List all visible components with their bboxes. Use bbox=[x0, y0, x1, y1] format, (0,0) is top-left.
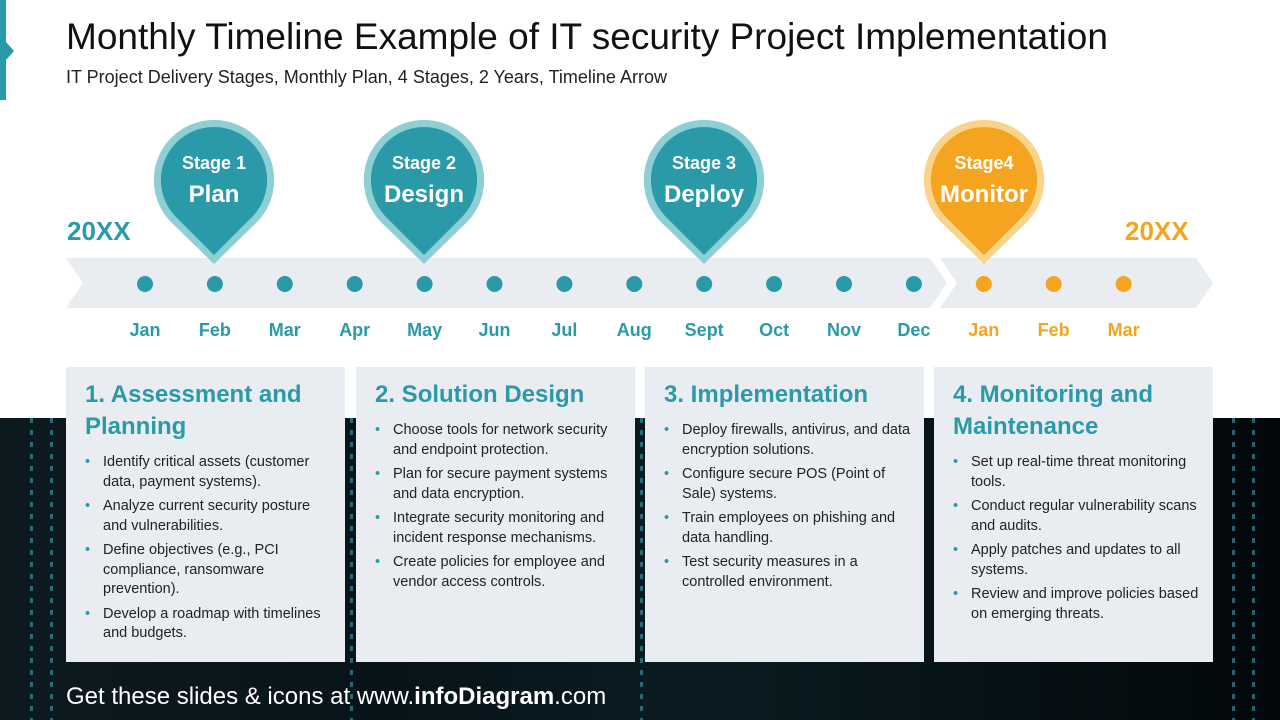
page-title: Monthly Timeline Example of IT security … bbox=[66, 16, 1108, 57]
month-label: Oct bbox=[759, 320, 790, 340]
month-label: Mar bbox=[268, 320, 301, 340]
card-bullet-item: Choose tools for network security and en… bbox=[375, 421, 623, 460]
card-bullet-item: Set up real-time threat monitoring tools… bbox=[953, 453, 1201, 492]
month-label: Jan bbox=[968, 320, 1000, 340]
timeline-month-dot bbox=[975, 276, 992, 292]
card-bullet-item: Train employees on phishing and data han… bbox=[664, 509, 912, 548]
card-bullet-item: Plan for secure payment systems and data… bbox=[375, 465, 623, 504]
timeline-month-dot bbox=[416, 276, 433, 292]
timeline-month-dot bbox=[1115, 276, 1132, 292]
timeline-month-dot bbox=[137, 276, 153, 292]
card-bullet-item: Deploy firewalls, antivirus, and data en… bbox=[664, 421, 912, 460]
card-title: 1. Assessment and Planning bbox=[85, 381, 302, 440]
footer-prefix: Get these slides & icons at www. bbox=[66, 683, 415, 710]
timeline-month-dot bbox=[905, 276, 922, 292]
stage-card-3: 3. ImplementationDeploy firewalls, antiv… bbox=[645, 367, 924, 662]
month-label: Jul bbox=[551, 320, 578, 340]
background-code-column bbox=[1232, 418, 1235, 720]
stage-name: Monitor bbox=[940, 181, 1028, 208]
background-code-column bbox=[350, 418, 353, 720]
timeline-month-dot bbox=[696, 276, 713, 292]
stage-pin-2: Stage 2 Design bbox=[362, 118, 486, 300]
background-code-column bbox=[640, 418, 643, 720]
year-end-label: 20XX bbox=[1125, 216, 1189, 246]
month-label: Aug bbox=[616, 320, 652, 340]
card-bullet-item: Create policies for employee and vendor … bbox=[375, 553, 623, 592]
map-pin-icon bbox=[363, 119, 485, 265]
month-label: Jun bbox=[478, 320, 511, 340]
timeline-month-dot bbox=[346, 276, 363, 292]
timeline-arrow-year1 bbox=[66, 258, 947, 308]
background-code-column bbox=[1252, 418, 1255, 720]
card-bullet-item: Apply patches and updates to all systems… bbox=[953, 541, 1201, 580]
timeline-month-dot bbox=[276, 276, 293, 292]
card-bullet-item: Configure secure POS (Point of Sale) sys… bbox=[664, 465, 912, 504]
year-start-label: 20XX bbox=[67, 216, 131, 246]
background-code-column bbox=[30, 418, 33, 720]
month-label: Jan bbox=[129, 320, 161, 340]
timeline-month-dot bbox=[766, 276, 783, 292]
map-pin-icon bbox=[153, 119, 275, 265]
stage-card-1: 1. Assessment and PlanningIdentify criti… bbox=[66, 367, 345, 662]
month-label: Sept bbox=[684, 320, 724, 340]
stage-number: Stage 3 bbox=[671, 153, 737, 173]
card-bullet-item: Test security measures in a controlled e… bbox=[664, 553, 912, 592]
footer-brand: infoDiagram bbox=[414, 683, 555, 710]
card-bullet-item: Define objectives (e.g., PCI compliance,… bbox=[85, 541, 333, 600]
timeline-month-dot bbox=[486, 276, 503, 292]
footer-credit[interactable]: Get these slides & icons at www.infoDiag… bbox=[66, 683, 606, 711]
stage-pin-3: Stage 3 Deploy bbox=[642, 118, 766, 300]
stage-name: Plan bbox=[188, 181, 240, 208]
card-bullet-list: Choose tools for network security and en… bbox=[375, 421, 623, 592]
card-bullet-list: Deploy firewalls, antivirus, and data en… bbox=[664, 421, 912, 592]
month-label: Apr bbox=[339, 320, 371, 340]
stage-pin-1: Stage 1 Plan bbox=[152, 118, 276, 300]
stage-number: Stage4 bbox=[954, 153, 1014, 173]
card-title: 3. Implementation bbox=[664, 381, 869, 408]
accent-arrow-tip bbox=[6, 42, 14, 60]
month-label: Dec bbox=[897, 320, 931, 340]
stage-number: Stage 2 bbox=[391, 153, 457, 173]
card-bullet-item: Develop a roadmap with timelines and bud… bbox=[85, 605, 333, 644]
accent-bar bbox=[0, 0, 6, 100]
stage-name: Deploy bbox=[663, 181, 744, 208]
stage-number: Stage 1 bbox=[181, 153, 247, 173]
card-bullet-item: Identify critical assets (customer data,… bbox=[85, 453, 333, 492]
stage-card-2: 2. Solution DesignChoose tools for netwo… bbox=[356, 367, 635, 662]
timeline-month-dot bbox=[206, 276, 223, 292]
month-label: May bbox=[407, 320, 443, 340]
footer-suffix: .com bbox=[554, 683, 607, 710]
card-bullet-item: Conduct regular vulnerability scans and … bbox=[953, 497, 1201, 536]
page-subtitle: IT Project Delivery Stages, Monthly Plan… bbox=[66, 67, 667, 87]
card-title: 2. Solution Design bbox=[375, 381, 585, 408]
month-label: Feb bbox=[198, 320, 231, 340]
stage-name: Design bbox=[383, 181, 464, 208]
stage-card-4: 4. Monitoring and MaintenanceSet up real… bbox=[934, 367, 1213, 662]
month-label: Mar bbox=[1107, 320, 1140, 340]
map-pin-icon bbox=[643, 119, 765, 265]
timeline-month-dot bbox=[836, 276, 852, 292]
card-title: 4. Monitoring and Maintenance bbox=[953, 381, 1153, 440]
month-label: Nov bbox=[826, 320, 861, 340]
timeline-month-dot bbox=[626, 276, 643, 292]
card-bullet-list: Identify critical assets (customer data,… bbox=[85, 453, 333, 644]
card-bullet-list: Set up real-time threat monitoring tools… bbox=[953, 453, 1201, 624]
map-pin-icon bbox=[923, 119, 1045, 265]
card-bullet-item: Analyze current security posture and vul… bbox=[85, 497, 333, 536]
timeline-month-dot bbox=[556, 276, 573, 292]
month-label: Feb bbox=[1037, 320, 1070, 340]
timeline-arrow-year2 bbox=[940, 258, 1213, 308]
timeline-month-dot bbox=[1045, 276, 1062, 292]
card-bullet-item: Review and improve policies based on eme… bbox=[953, 585, 1201, 624]
background-code-column bbox=[50, 418, 53, 720]
timeline-arrow bbox=[66, 258, 1213, 308]
card-bullet-item: Integrate security monitoring and incide… bbox=[375, 509, 623, 548]
